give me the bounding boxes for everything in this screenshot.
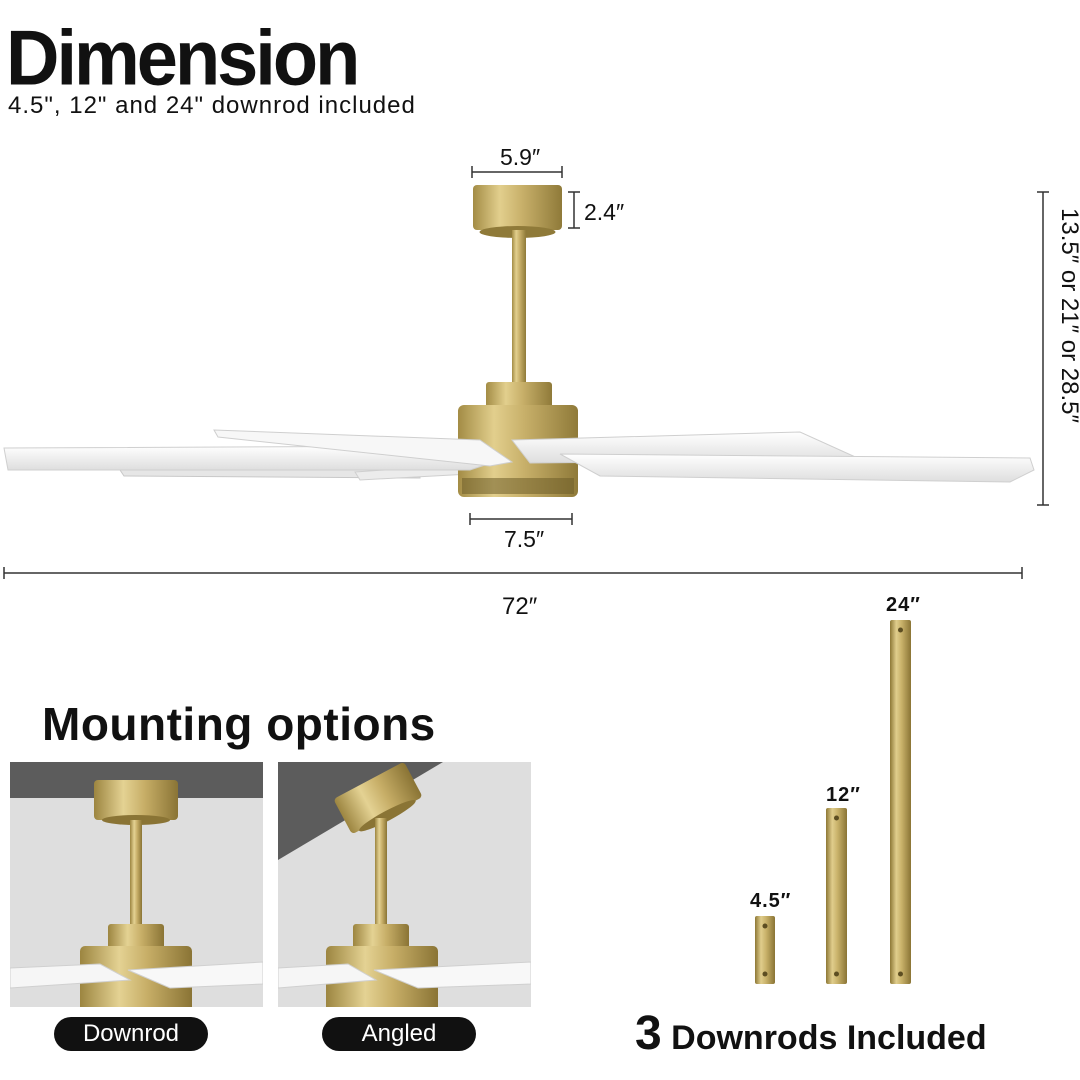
downrod-4-5 [755,916,775,984]
downrods-included-title: 3 Downrods Included [635,1006,987,1061]
motor-housing [458,382,578,497]
angled-mount-photo [278,762,531,1007]
downrod-label-12: 12″ [826,784,861,806]
downrods-label: Downrods Included [671,1019,987,1057]
downrods-illustration [755,620,911,984]
downrod-mount-photo [10,762,263,1007]
dim-line-mount-width [471,166,563,178]
subtitle: 4.5", 12" and 24" downrod included [8,92,416,119]
page-title: Dimension [6,13,360,102]
fan-dimension-diagram [3,166,1049,579]
downrod-24 [890,620,911,984]
dim-line-overall-height [1037,191,1049,506]
downrods-count: 3 [635,1007,662,1060]
dim-span: 72″ [502,593,538,620]
downrod-12 [826,808,847,984]
dim-line-motor-width [469,513,573,525]
dim-mount-width: 5.9″ [500,144,541,170]
downrod-label-24: 24″ [886,594,921,616]
downrod-label-4-5: 4.5″ [750,890,792,912]
dim-line-span [3,567,1023,579]
angled-option-label: Angled [322,1017,476,1051]
dim-motor-width: 7.5″ [504,526,545,552]
dim-line-mount-height [568,191,580,229]
downrod [512,230,526,385]
dim-mount-height: 2.4″ [584,199,625,225]
dim-overall-height: 13.5″ or 21″ or 28.5″ [1056,208,1080,423]
fan-blades-front [3,429,1035,483]
downrod-option-label: Downrod [54,1017,208,1051]
mounting-options-title: Mounting options [42,698,436,750]
